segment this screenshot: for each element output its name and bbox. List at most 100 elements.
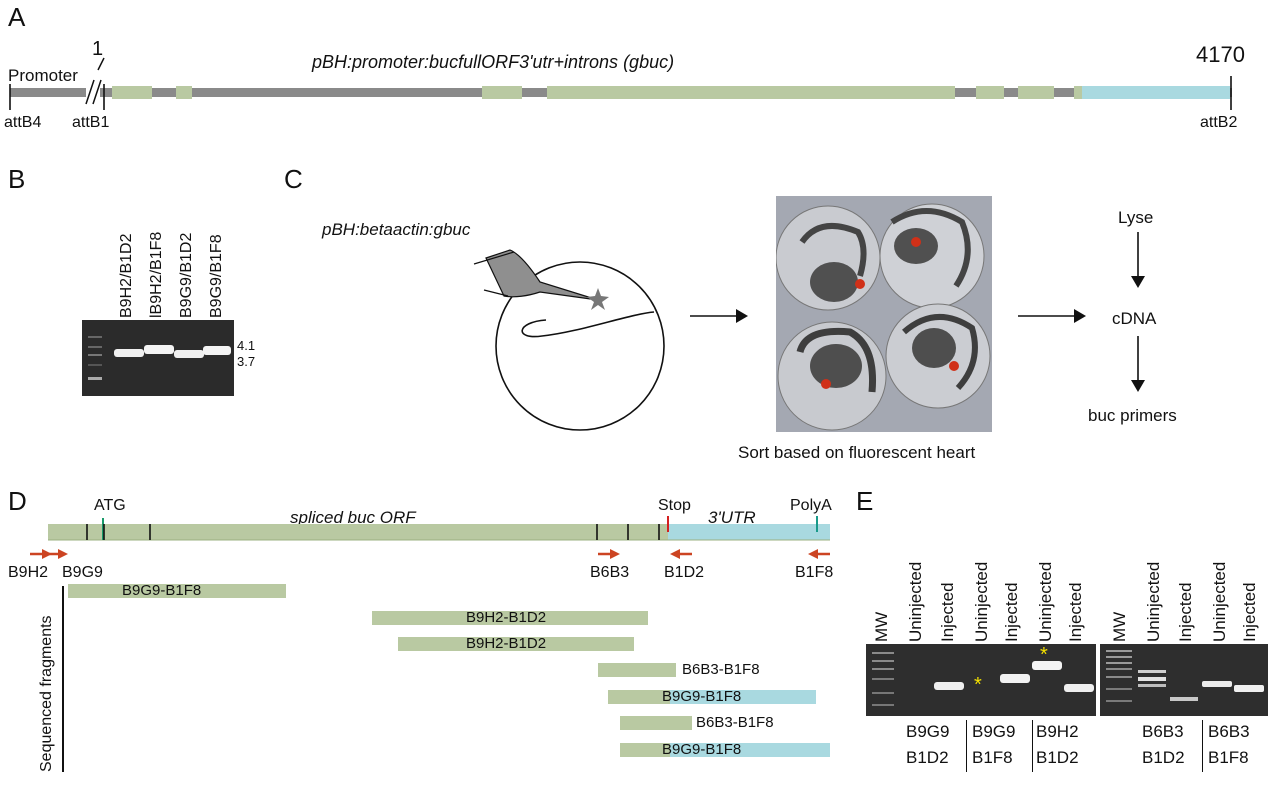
primer-arrow-b1d2 [670, 549, 692, 559]
fragment-7: B9G9-B1F8 [620, 742, 830, 757]
exon-7 [1074, 86, 1084, 99]
attb1-label: attB1 [72, 114, 110, 131]
gel-b-lane-label-4: B9G9/B1F8 [208, 234, 225, 318]
utr-label: 3'UTR [708, 508, 756, 527]
attb2-label: attB2 [1200, 114, 1238, 131]
gel-e-left-lane-label-4: Uninjected [972, 561, 991, 642]
asterisk-1: * [974, 674, 982, 696]
embryo-3 [777, 321, 887, 431]
gel-image-e-left [866, 644, 1096, 716]
embryo-4 [885, 303, 991, 409]
gel-e-band-8 [1170, 697, 1198, 701]
fragment-4 [598, 663, 676, 677]
construct-map [9, 57, 1232, 110]
fragment-2: B9H2-B1D2 [372, 610, 648, 625]
sort-caption: Sort based on fluorescent heart [738, 443, 976, 462]
attb4-label: attB4 [4, 114, 42, 131]
gel-e-left-lane-label-1: MW [872, 611, 891, 642]
flow-buc-primers: buc primers [1088, 406, 1177, 425]
panel-b-letter: B [8, 164, 26, 194]
fragment-6 [620, 716, 692, 730]
fragment-1: B9G9-B1F8 [68, 583, 286, 598]
group-label-1-line-1: B9G9 [906, 722, 950, 741]
exon-5 [976, 86, 1004, 99]
polya-label: PolyA [790, 497, 832, 514]
size-marker-3-7: 3.7 [237, 354, 256, 369]
gel-e-band-10 [1234, 685, 1264, 692]
atg-label: ATG [94, 497, 126, 514]
primer-label-b9g9: B9G9 [62, 564, 103, 581]
sequenced-fragments-axis [62, 586, 64, 772]
gel-b-band-2 [144, 345, 174, 354]
flow-arrow-1 [1131, 232, 1145, 288]
panel-e-letter: E [856, 486, 874, 516]
gel-e-band-1 [934, 682, 964, 690]
group-divider-2 [1032, 720, 1034, 772]
gel-e-band-2 [1000, 674, 1030, 683]
spliced-orf-map [30, 516, 830, 559]
utr-region [1082, 86, 1230, 99]
break-mark-2 [92, 79, 102, 105]
group-label-1-line-2: B1D2 [906, 748, 949, 767]
flow-lyse: Lyse [1118, 208, 1154, 227]
gel-b-lane-label-1: B9H2/B1D2 [118, 233, 135, 319]
break-mark-3 [97, 57, 105, 71]
size-marker-4-1: 4.1 [237, 338, 256, 353]
group-label-4-line-1: B6B3 [1142, 722, 1184, 741]
gel-e-right-lane-label-2: Uninjected [1144, 561, 1163, 642]
injection-needle [485, 249, 599, 301]
gel-e-band-3 [1032, 661, 1062, 670]
panel-c-letter: C [284, 164, 303, 194]
sequenced-fragments-label: Sequenced fragments [38, 615, 55, 772]
group-label-5-line-1: B6B3 [1208, 722, 1250, 741]
gel-e-right-lane-label-4: Uninjected [1210, 561, 1229, 642]
group-label-3-line-1: B9H2 [1036, 722, 1079, 741]
group-divider-1 [966, 720, 968, 772]
gel-e-band-4 [1064, 684, 1094, 692]
fragment-5: B9G9-B1F8 [608, 689, 816, 704]
exon-3 [482, 86, 522, 99]
primer-label-b6b3: B6B3 [590, 564, 630, 581]
primer-label-b1d2: B1D2 [664, 564, 705, 581]
gel-e-left-lane-label-2: Uninjected [906, 561, 925, 642]
gel-e-band-7 [1138, 684, 1166, 687]
gel-image-b [82, 320, 234, 396]
exon-2 [176, 86, 192, 99]
gel-e-right-lane-label-3: Injected [1176, 582, 1195, 642]
embryo-2 [879, 203, 985, 309]
panel-d-letter: D [8, 486, 27, 516]
construct-title: pBH:promoter:bucfullORF3'utr+introns (gb… [312, 52, 675, 72]
primer-label-b1f8: B1F8 [795, 564, 834, 581]
exon-1 [112, 86, 152, 99]
gel-b-band-3 [174, 350, 204, 358]
gel-e-left-lane-label-3: Injected [938, 582, 957, 642]
embryo-1 [776, 205, 881, 311]
stop-label: Stop [658, 497, 691, 514]
fragment-4-label: B6B3-B1F8 [682, 661, 760, 678]
yolk-boundary [521, 311, 655, 338]
panel-a-letter: A [8, 2, 26, 32]
utr-bar [668, 524, 830, 540]
fragment-3: B9H2-B1D2 [398, 636, 634, 651]
gel-e-band-9 [1202, 681, 1232, 687]
injection-site-star [587, 288, 609, 310]
construct-label-c: pBH:betaactin:gbuc [322, 220, 471, 239]
start-position-label: 1 [92, 38, 104, 60]
end-position-label: 4170 [1196, 42, 1245, 67]
orf-label: spliced buc ORF [290, 508, 416, 527]
gel-e-right-lane-label-1: MW [1110, 611, 1129, 642]
gel-e-band-5 [1138, 670, 1166, 673]
break-mark-1 [85, 79, 95, 105]
flow-arrow-2 [1131, 336, 1145, 392]
exon-6 [1018, 86, 1054, 99]
gel-image-e-right [1100, 644, 1268, 716]
group-label-5-line-2: B1F8 [1208, 748, 1249, 767]
primer-arrow-b9g9 [48, 549, 68, 559]
group-label-3-line-2: B1D2 [1036, 748, 1079, 767]
embryo-photo [776, 196, 992, 432]
gel-e-band-6 [1138, 677, 1166, 681]
primer-arrow-b1f8 [808, 549, 830, 559]
gel-e-left-lane-label-7: Injected [1066, 582, 1085, 642]
arrow-to-photo [690, 309, 748, 323]
gel-e-left-lane-label-5: Injected [1002, 582, 1021, 642]
